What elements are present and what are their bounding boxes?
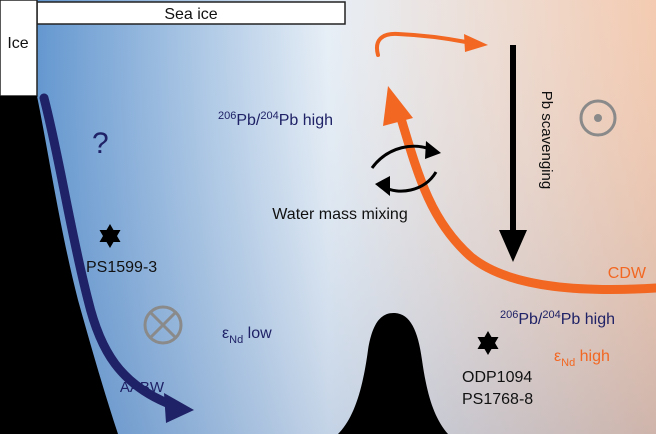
pb-scavenging-label: Pb scavenging xyxy=(538,91,555,189)
surface-return-arrowhead xyxy=(464,34,488,52)
into-page-symbol xyxy=(143,305,183,345)
ice-label: Ice xyxy=(7,35,28,52)
cdw-arrow xyxy=(395,110,656,294)
out-of-page-dot xyxy=(594,114,602,122)
surface-return-arrow xyxy=(375,31,468,57)
site-star-ps1599 xyxy=(99,224,121,248)
cdw-label: CDW xyxy=(608,265,647,282)
pb-ratio-high-upper: 206Pb/204Pb high xyxy=(218,110,333,129)
eps-nd-high-label: εNd high xyxy=(554,348,610,369)
water-mass-mixing-label: Water mass mixing xyxy=(272,206,407,223)
question-mark: ? xyxy=(92,127,109,160)
sea-ice-label: Sea ice xyxy=(164,6,217,23)
mixing-arrowhead-top xyxy=(425,141,441,159)
out-of-page-symbol xyxy=(579,99,617,137)
site-odp1094-label: ODP1094 xyxy=(462,369,532,386)
site-star-odp1094 xyxy=(477,331,499,355)
seafloor-ridge xyxy=(338,312,448,434)
site-ps1599-label: PS1599-3 xyxy=(86,259,157,276)
eps-nd-low-label: εNd low xyxy=(222,325,272,346)
continental-slope xyxy=(0,96,118,434)
pb-ratio-high-lower: 206Pb/204Pb high xyxy=(500,309,615,328)
mixing-arrowhead-bottom xyxy=(375,176,390,196)
aabw-arrowhead xyxy=(164,393,194,423)
aabw-label: AABW xyxy=(120,379,165,396)
aabw-arrow xyxy=(39,93,177,410)
into-page-cross-b xyxy=(148,310,178,340)
pb-scavenging-arrowhead xyxy=(499,230,527,262)
cdw-arrowhead xyxy=(383,86,413,126)
site-ps1768-label: PS1768-8 xyxy=(462,391,533,408)
